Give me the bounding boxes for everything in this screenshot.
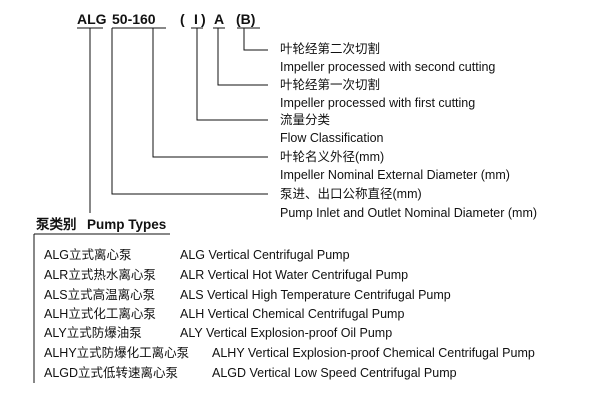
pump-type-cn: ALS立式高温离心泵 [44,288,156,302]
pump-type-en: ALS Vertical High Temperature Centrifuga… [180,288,451,302]
pump-type-cn: ALG立式离心泵 [44,248,132,262]
pump-type-cn: ALGD立式低转速离心泵 [44,366,179,380]
legend-cn-impeller-diameter: 叶轮名义外径(mm) [280,150,385,164]
leader-first-cutting [217,28,268,86]
pump-type-cn: ALR立式热水离心泵 [44,268,156,282]
pump-type-cn: ALY立式防爆油泵 [44,326,142,340]
legend-en-inlet-outlet: Pump Inlet and Outlet Nominal Diameter (… [280,206,538,220]
legend-en-first-cutting: Impeller processed with first cutting [280,96,476,110]
code-paren-close: ) [201,11,206,27]
code-size: 50-160 [112,11,156,27]
legend-cn-inlet-outlet: 泵进、出口公称直径(mm) [280,187,422,201]
pump-types-title-cn: 泵类别 [36,217,77,232]
pump-type-en: ALG Vertical Centrifugal Pump [180,248,350,262]
pump-type-en: ALGD Vertical Low Speed Centrifugal Pump [212,366,457,380]
pump-type-cn: ALHY立式防爆化工离心泵 [44,346,190,360]
legend-cn-second-cutting: 叶轮经第二次切割 [280,42,381,56]
leader-flow-class [196,28,268,121]
legend-cn-flow-class: 流量分类 [280,113,331,127]
legend-en-flow-class: Flow Classification [280,131,384,145]
code-cut-mark: I [194,11,198,27]
pump-type-en: ALY Vertical Explosion-proof Oil Pump [180,326,393,340]
leader-impeller-diameter [152,28,268,158]
pump-type-en: ALHY Vertical Explosion-proof Chemical C… [212,346,535,360]
legend-en-impeller-diameter: Impeller Nominal External Diameter (mm) [280,168,510,182]
leader-second-cutting [243,28,268,51]
code-letter: A [214,11,225,27]
code-paren-open: ( [180,11,185,27]
code-prefix: ALG [77,11,107,27]
pump-type-en: ALR Vertical Hot Water Centrifugal Pump [180,268,409,282]
pump-type-en: ALH Vertical Chemical Centrifugal Pump [180,307,405,321]
legend-en-second-cutting: Impeller processed with second cutting [280,60,496,74]
pump-types-title-en: Pump Types [87,217,167,232]
code-suffix: (B) [236,11,256,27]
leader-inlet-outlet [111,28,268,195]
pump-type-cn: ALH立式化工离心泵 [44,307,156,321]
legend-cn-first-cutting: 叶轮经第一次切割 [280,78,381,92]
